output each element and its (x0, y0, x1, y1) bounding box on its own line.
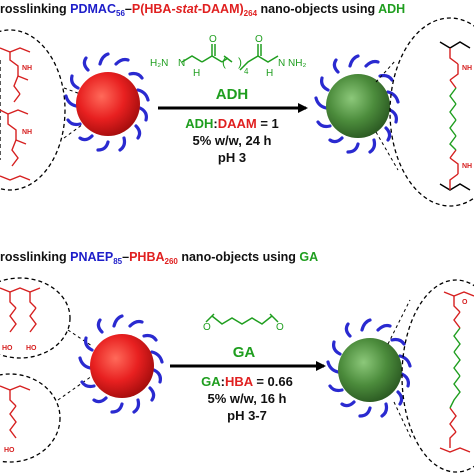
ga-o-left: O (203, 322, 211, 333)
bottom-title: rosslinking PNAEP85–PHBA260 nano-objects… (0, 250, 319, 266)
ga-structure (205, 313, 279, 325)
top-left-structure (0, 47, 31, 181)
bottom-left-ho-label-2: HO (26, 345, 37, 352)
top-right-nh-label-1: NH (462, 65, 472, 72)
top-red-nanoparticle (64, 52, 150, 152)
top-conditions-line-1: 5% w/w, 24 h (192, 133, 272, 148)
adh-n-right: N (278, 58, 285, 69)
adh-n-left: N (178, 58, 185, 69)
top-green-nanoparticle (314, 54, 400, 154)
top-right-nh-label-2: NH (462, 163, 472, 170)
bottom-left-ho-label-3: HO (4, 447, 15, 454)
adh-o-left: O (209, 34, 217, 45)
adh-subscript-4: 4 (244, 67, 249, 76)
bottom-stabilizer-block: PNAEP85 (70, 250, 123, 266)
adh-h-left: H (193, 68, 200, 79)
top-right-zoom-ellipse (375, 17, 474, 207)
top-ratio: ADH:DAAM = 1 (185, 116, 279, 131)
bottom-right-o-label: O (462, 299, 468, 306)
adh-h-right: H (266, 68, 273, 79)
bottom-ratio: GA:HBA = 0.66 (201, 374, 293, 389)
top-title: rosslinking PDMAC56–P(HBA-stat-DAAM)264 … (0, 2, 406, 18)
top-reagent-label: ADH (215, 86, 249, 103)
bottom-red-nanoparticle (78, 314, 164, 414)
top-conditions-line-2: pH 3 (217, 150, 247, 165)
adh-nh2-right: NH₂ (288, 58, 306, 69)
top-core-block: P(HBA-stat-DAAM)264 (131, 2, 258, 18)
bottom-conditions-line-1: 5% w/w, 16 h (207, 391, 287, 406)
bottom-left-zoom-ellipse (0, 277, 93, 463)
top-right-crosslinked-structure (439, 41, 471, 191)
top-stabilizer-block: PDMAC56 (70, 2, 125, 18)
top-left-zoom-ellipse (0, 29, 87, 191)
adh-bracket-left: ( (222, 55, 226, 69)
bottom-left-structure (0, 287, 41, 439)
bottom-crosslinker-name: GA (299, 250, 319, 264)
bottom-left-ho-label-1: HO (2, 345, 13, 352)
bottom-core-block: PHBA260 (129, 250, 178, 266)
adh-structure (181, 44, 279, 71)
bottom-right-crosslinked-structure (439, 291, 474, 453)
bottom-conditions-line-2: pH 3-7 (227, 408, 267, 423)
bottom-right-zoom-ellipse (387, 279, 474, 473)
top-left-nh-label-2: NH (22, 129, 32, 136)
top-crosslinker-name: ADH (378, 2, 406, 16)
adh-h2n-left: H₂N (150, 58, 168, 69)
adh-bracket-right: ) (238, 55, 242, 69)
adh-o-right: O (255, 34, 263, 45)
bottom-reagent-label: GA (232, 344, 256, 361)
top-left-nh-label-1: NH (22, 65, 32, 72)
bottom-green-nanoparticle (326, 318, 412, 418)
ga-o-right: O (276, 322, 284, 333)
